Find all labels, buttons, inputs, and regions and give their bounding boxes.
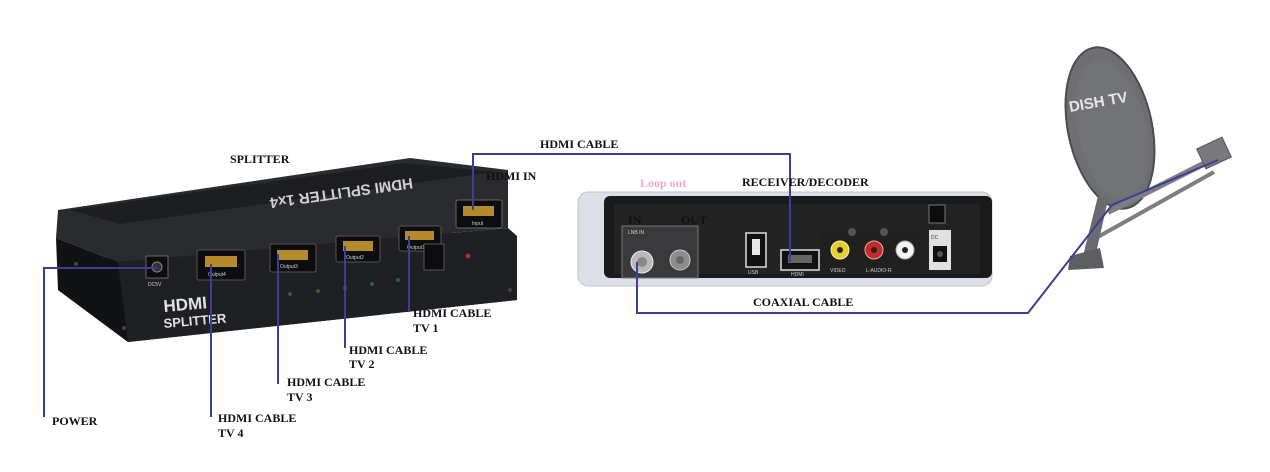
diagram-labels: SPLITTER HDMI IN HDMI CABLE RECEIVER/DEC…: [52, 137, 869, 440]
svg-text:VIDEO: VIDEO: [830, 268, 846, 274]
label-out: OUT: [681, 213, 707, 227]
satellite-dish: DISH TV: [1064, 46, 1233, 270]
label-receiver-decoder: RECEIVER/DECODER: [742, 175, 869, 189]
svg-text:HDMI: HDMI: [791, 272, 804, 278]
svg-text:Output3: Output3: [280, 264, 298, 270]
splitter-front-logo: HDMI: [163, 293, 208, 316]
receiver-lnb-panel: LNB IN: [621, 225, 699, 279]
splitter-input-port: Input: [455, 199, 503, 229]
dish-lnb: [1195, 136, 1233, 170]
svg-text:Output4: Output4: [208, 272, 226, 278]
label-tv3-cable: HDMI CABLE: [287, 375, 365, 389]
label-power: POWER: [52, 414, 98, 428]
splitter-power-switch: [423, 243, 445, 271]
svg-text:Output1: Output1: [407, 245, 425, 251]
label-tv1-cable: HDMI CABLE: [413, 306, 491, 320]
receiver-decoder-device: LNB IN USB HDMI VI: [577, 191, 993, 287]
receiver-usb-port: USB: [745, 232, 767, 276]
label-tv1: TV 1: [413, 321, 438, 335]
wire-hdmi-in: [472, 153, 791, 262]
label-tv2: TV 2: [349, 357, 374, 371]
svg-text:USB: USB: [748, 270, 759, 276]
svg-text:Input: Input: [472, 221, 484, 227]
label-tv2-cable: HDMI CABLE: [349, 343, 427, 357]
receiver-power-switch: [928, 204, 946, 224]
svg-text:DC5V: DC5V: [148, 282, 162, 288]
label-splitter: SPLITTER: [230, 152, 290, 166]
label-coaxial-cable: COAXIAL CABLE: [753, 295, 853, 309]
splitter-output-port-3: Output3: [269, 243, 317, 273]
svg-text:LNB IN: LNB IN: [628, 230, 645, 236]
svg-text:L-AUDIO-R: L-AUDIO-R: [866, 268, 892, 274]
led-output3: [370, 282, 374, 286]
wire-power: [43, 267, 157, 417]
label-in: IN: [628, 213, 642, 227]
power-led: [465, 253, 471, 259]
label-tv3: TV 3: [287, 390, 312, 404]
led-output4: [396, 278, 400, 282]
led-output1: [316, 289, 320, 293]
receiver-dc-port: DC: [929, 230, 951, 270]
splitter-output-port-4: Output4: [196, 249, 246, 281]
svg-text:Output2: Output2: [346, 255, 364, 261]
svg-text:DC: DC: [931, 235, 939, 241]
wire-coaxial: [636, 159, 1219, 314]
connection-wires: [43, 153, 1219, 417]
receiver-av-ports: VIDEO L-AUDIO-R: [820, 228, 920, 274]
splitter-output-port-2: Output2: [335, 235, 381, 263]
led-input: [288, 292, 292, 296]
label-tv4: TV 4: [218, 426, 243, 440]
label-tv4-cable: HDMI CABLE: [218, 411, 296, 425]
label-hdmi-cable: HDMI CABLE: [540, 137, 618, 151]
label-loop-out: Loop out: [640, 176, 686, 190]
label-hdmi-in: HDMI IN: [486, 169, 537, 183]
